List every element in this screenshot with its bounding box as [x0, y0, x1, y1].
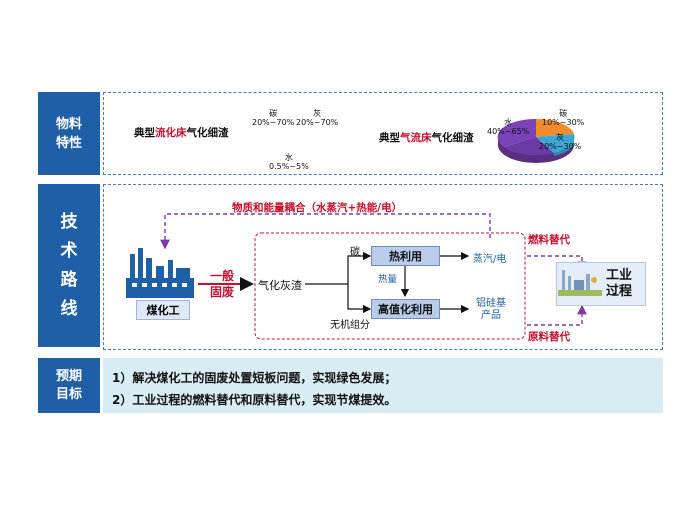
- technical-route-label: 技 术 路 线: [38, 184, 100, 347]
- material-properties-label: 物料 特性: [38, 92, 100, 175]
- industrial-process-label: 工业过程: [606, 268, 633, 299]
- goal-line-1: 1）解决煤化工的固废处置短板问题，实现绿色发展；: [112, 371, 397, 385]
- gasification-slag-label: 气化灰渣: [258, 279, 302, 292]
- technical-route-panel: [103, 184, 663, 350]
- fluidized-bed-title: 典型流化床气化细渣: [134, 127, 229, 139]
- coupling-label: 物质和能量耦合（水蒸汽+热能/电）: [232, 202, 403, 214]
- heat-label: 热量: [378, 274, 398, 285]
- industrial-plant-icon: [558, 270, 602, 296]
- pie-slice-ash: [536, 134, 575, 153]
- raw-material-substitution-label: 原料替代: [528, 331, 570, 343]
- pie-slice-carbon: [536, 118, 574, 137]
- product-label: 铝硅基产品: [476, 298, 506, 321]
- expected-goals-panel: [103, 358, 663, 413]
- steam-electricity-label: 蒸汽/电: [473, 254, 507, 265]
- inorganic-component-label: 无机组分: [330, 320, 370, 331]
- pie-slice-water-b: [504, 137, 554, 156]
- composition-pie-chart: [497, 118, 575, 163]
- factory-icon: [126, 248, 194, 298]
- thermal-utilization-box: 热利用: [371, 246, 440, 266]
- high-value-utilization-box: 高值化利用: [371, 299, 440, 319]
- coal-chemical-label: 煤化工: [136, 300, 190, 320]
- fuel-substitution-label: 燃料替代: [528, 234, 570, 246]
- expected-goals-label: 预期 目标: [38, 358, 100, 413]
- pie-slice-water: [497, 118, 536, 147]
- goal-line-2: 2）工业过程的燃料替代和原料替代，实现节煤提效。: [112, 393, 397, 407]
- carbon-label: 碳: [350, 247, 360, 258]
- general-solid-waste-label: 一般固废: [210, 269, 235, 299]
- entrained-flow-title: 典型气流床气化细渣: [379, 132, 474, 144]
